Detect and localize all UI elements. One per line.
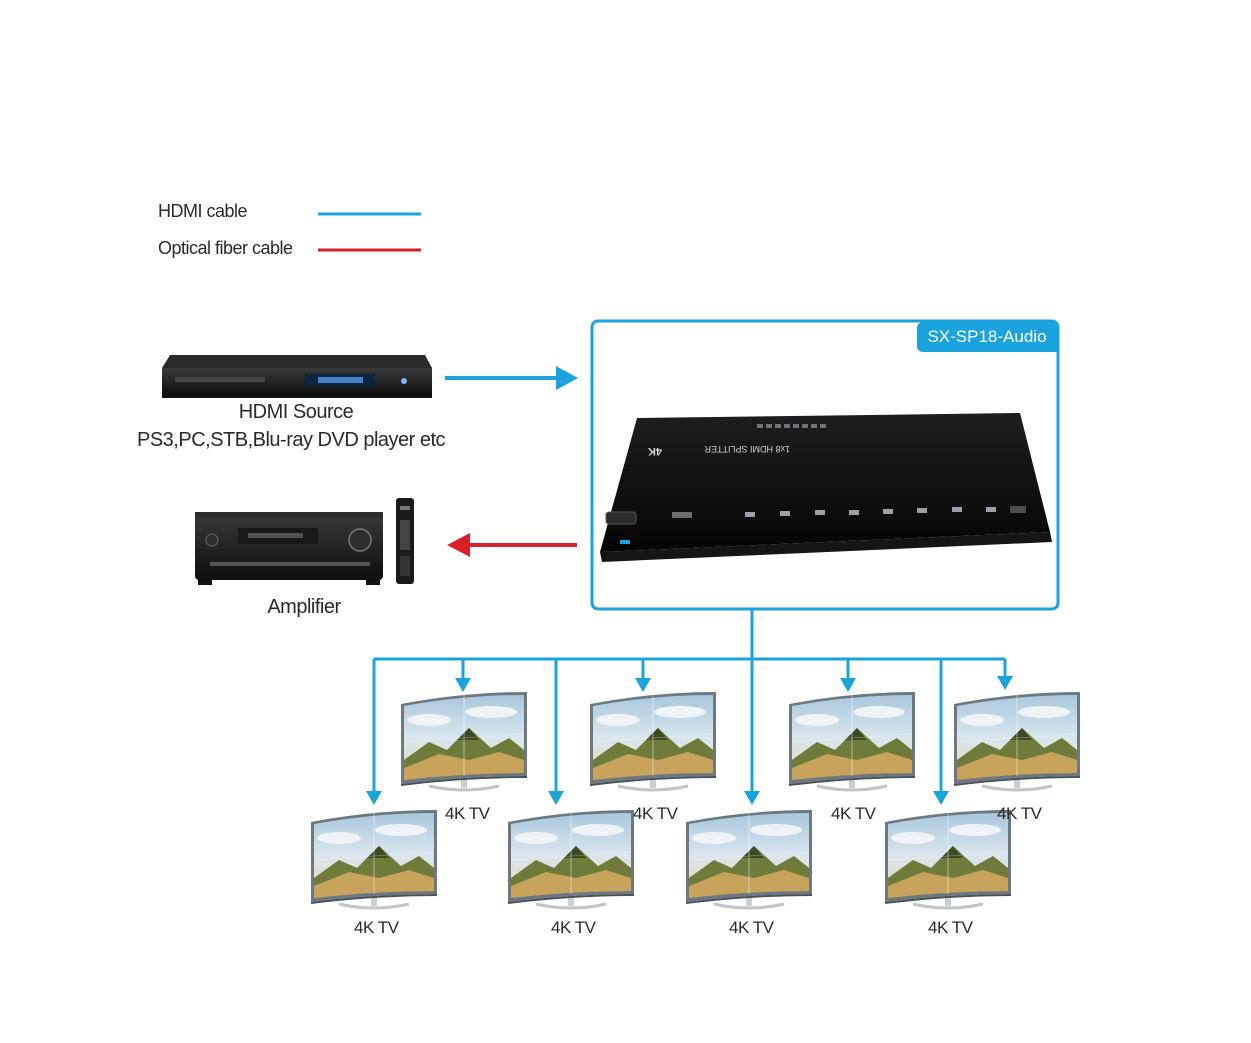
hdmi-source-title: HDMI Source (196, 401, 396, 424)
tv-label-8: 4K TV (928, 918, 972, 938)
tv-label-5: 4K TV (354, 918, 398, 938)
legend-optical-label: Optical fiber cable (158, 238, 293, 259)
legend-hdmi-label: HDMI cable (158, 201, 247, 222)
splitter-panel-badge: 4K (648, 445, 662, 457)
tv-label-2: 4K TV (633, 804, 677, 824)
splitter-device (600, 413, 1052, 562)
tv-label-3: 4K TV (831, 804, 875, 824)
splitter-model-badge: SX-SP18-Audio (917, 322, 1057, 352)
amplifier-title: Amplifier (224, 596, 384, 619)
hdmi-source-subtitle: PS3,PC,STB,Blu-ray DVD player etc (137, 429, 445, 452)
splitter-panel-text: 1x8 HDMI SPLITTER (704, 444, 790, 454)
amplifier-device (195, 498, 414, 585)
tv-display-8 (885, 810, 1011, 908)
tv-display-2 (590, 692, 716, 790)
tv-label-7: 4K TV (729, 918, 773, 938)
hdmi-source-device (162, 355, 432, 398)
optical-output-arrowhead (447, 533, 470, 557)
tv-display-4 (954, 692, 1080, 790)
tv-display-1 (401, 692, 527, 790)
tv-display-6 (508, 810, 634, 908)
tv-display-5 (311, 810, 437, 908)
tv-display-3 (789, 692, 915, 790)
hdmi-input-arrowhead (556, 366, 578, 390)
tv-display-7 (686, 810, 812, 908)
tv-label-6: 4K TV (551, 918, 595, 938)
tv-label-1: 4K TV (445, 804, 489, 824)
tv-label-4: 4K TV (997, 804, 1041, 824)
